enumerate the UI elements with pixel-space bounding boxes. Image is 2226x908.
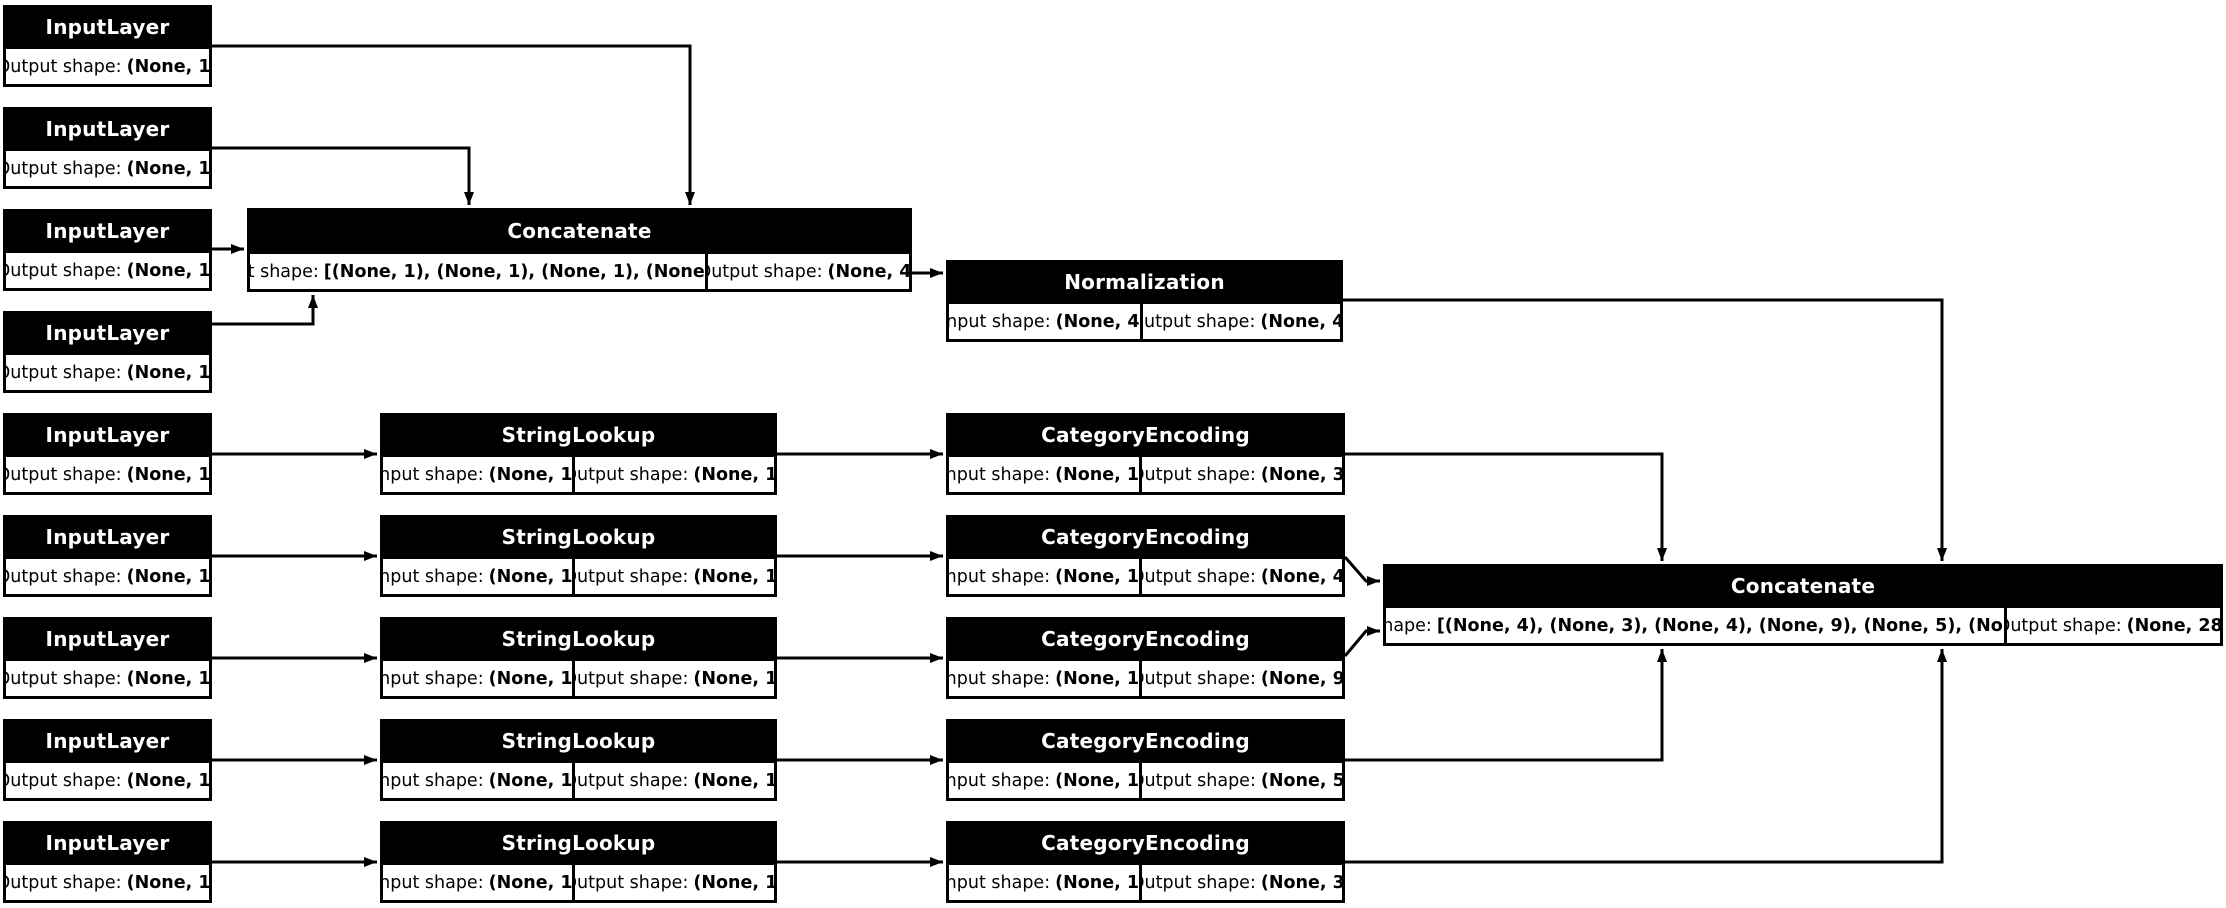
node-input-layer-7: InputLayer Output shape:(None, 1) bbox=[3, 617, 212, 699]
edge-encoding2-to-concat2 bbox=[1343, 556, 1380, 586]
output-shape-cell: Output shape:(None, 1) bbox=[574, 763, 774, 798]
output-shape-cell: Output shape:(None, 4) bbox=[1141, 559, 1342, 594]
node-input-layer-5: InputLayer Output shape:(None, 1) bbox=[3, 413, 212, 495]
output-shape-cell: Output shape:(None, 5) bbox=[1141, 763, 1342, 798]
node-category-encoding-1: CategoryEncoding Input shape:(None, 1) O… bbox=[946, 413, 1345, 495]
layer-type-label: InputLayer bbox=[45, 525, 170, 549]
layer-type-label: InputLayer bbox=[45, 627, 170, 651]
input-shape-cell: Input shape:[(None, 4), (None, 3), (None… bbox=[1386, 608, 2005, 643]
node-input-layer-4: InputLayer Output shape:(None, 1) bbox=[3, 311, 212, 393]
edge-normalization-to-concat2 bbox=[1343, 298, 1947, 561]
node-category-encoding-3: CategoryEncoding Input shape:(None, 1) O… bbox=[946, 617, 1345, 699]
input-shape-cell: Input shape:(None, 1) bbox=[383, 661, 572, 696]
node-string-lookup-3: StringLookup Input shape:(None, 1) Outpu… bbox=[380, 617, 777, 699]
node-category-encoding-5: CategoryEncoding Input shape:(None, 1) O… bbox=[946, 821, 1345, 903]
layer-type-label: CategoryEncoding bbox=[1041, 627, 1250, 651]
layer-type-label: InputLayer bbox=[45, 423, 170, 447]
edge-input2-to-concat1 bbox=[212, 146, 474, 205]
layer-type-label: Concatenate bbox=[507, 219, 652, 243]
layer-type-label: InputLayer bbox=[45, 117, 170, 141]
node-concatenate-2: Concatenate Input shape:[(None, 4), (Non… bbox=[1383, 564, 2223, 646]
node-normalization: Normalization Input shape:(None, 4) Outp… bbox=[946, 260, 1343, 342]
output-shape-cell: Output shape:(None, 1) bbox=[6, 151, 209, 186]
layer-type-label: StringLookup bbox=[501, 627, 656, 651]
edge-encoding4-to-concat2 bbox=[1345, 649, 1667, 762]
output-shape-cell: Output shape:(None, 1) bbox=[6, 763, 209, 798]
output-shape-cell: Output shape:(None, 4) bbox=[1142, 304, 1340, 339]
layer-type-label: CategoryEncoding bbox=[1041, 729, 1250, 753]
layer-type-label: CategoryEncoding bbox=[1041, 831, 1250, 855]
output-shape-cell: Output shape:(None, 1) bbox=[574, 559, 774, 594]
edge-encoding5-to-concat2 bbox=[1345, 649, 1947, 864]
layer-type-label: InputLayer bbox=[45, 15, 170, 39]
output-shape-cell: Output shape:(None, 3) bbox=[1141, 865, 1342, 900]
node-input-layer-2: InputLayer Output shape:(None, 1) bbox=[3, 107, 212, 189]
node-input-layer-1: InputLayer Output shape:(None, 1) bbox=[3, 5, 212, 87]
output-shape-cell: Output shape:(None, 1) bbox=[6, 355, 209, 390]
input-shape-cell: Input shape:(None, 1) bbox=[949, 559, 1139, 594]
output-shape-cell: Output shape:(None, 1) bbox=[574, 865, 774, 900]
edge-encoding3-to-concat2 bbox=[1343, 626, 1380, 657]
node-input-layer-3: InputLayer Output shape:(None, 1) bbox=[3, 209, 212, 291]
input-shape-cell: Input shape:(None, 4) bbox=[949, 304, 1140, 339]
node-category-encoding-2: CategoryEncoding Input shape:(None, 1) O… bbox=[946, 515, 1345, 597]
edge-input1-to-concat1 bbox=[212, 44, 695, 205]
input-shape-cell: Input shape:(None, 1) bbox=[383, 763, 572, 798]
layer-type-label: CategoryEncoding bbox=[1041, 525, 1250, 549]
layer-type-label: InputLayer bbox=[45, 831, 170, 855]
input-shape-cell: Input shape:(None, 1) bbox=[383, 457, 572, 492]
output-shape-cell: Output shape:(None, 4) bbox=[707, 254, 909, 289]
node-string-lookup-4: StringLookup Input shape:(None, 1) Outpu… bbox=[380, 719, 777, 801]
layer-type-label: StringLookup bbox=[501, 423, 656, 447]
input-shape-cell: Input shape:(None, 1) bbox=[949, 865, 1139, 900]
edge-encoding1-to-concat2 bbox=[1345, 452, 1667, 561]
node-concatenate-1: Concatenate Input shape:[(None, 1), (Non… bbox=[247, 208, 912, 292]
node-string-lookup-2: StringLookup Input shape:(None, 1) Outpu… bbox=[380, 515, 777, 597]
input-shape-cell: Input shape:(None, 1) bbox=[949, 661, 1139, 696]
layer-type-label: StringLookup bbox=[501, 831, 656, 855]
layer-type-label: InputLayer bbox=[45, 729, 170, 753]
node-input-layer-8: InputLayer Output shape:(None, 1) bbox=[3, 719, 212, 801]
input-shape-cell: Input shape:(None, 1) bbox=[383, 559, 572, 594]
output-shape-cell: Output shape:(None, 1) bbox=[6, 865, 209, 900]
output-shape-cell: Output shape:(None, 1) bbox=[6, 661, 209, 696]
layer-type-label: StringLookup bbox=[501, 729, 656, 753]
output-shape-cell: Output shape:(None, 1) bbox=[6, 253, 209, 288]
node-input-layer-6: InputLayer Output shape:(None, 1) bbox=[3, 515, 212, 597]
layer-type-label: Concatenate bbox=[1730, 574, 1876, 598]
output-shape-cell: Output shape:(None, 1) bbox=[6, 49, 209, 84]
edge-input4-to-concat1 bbox=[212, 295, 318, 326]
node-input-layer-9: InputLayer Output shape:(None, 1) bbox=[3, 821, 212, 903]
node-string-lookup-1: StringLookup Input shape:(None, 1) Outpu… bbox=[380, 413, 777, 495]
output-shape-cell: Output shape:(None, 28) bbox=[2007, 608, 2220, 643]
layer-type-label: InputLayer bbox=[45, 219, 170, 243]
output-shape-cell: Output shape:(None, 1) bbox=[6, 559, 209, 594]
layer-type-label: Normalization bbox=[1064, 270, 1225, 294]
node-string-lookup-5: StringLookup Input shape:(None, 1) Outpu… bbox=[380, 821, 777, 903]
input-shape-cell: Input shape:(None, 1) bbox=[383, 865, 572, 900]
layer-type-label: StringLookup bbox=[501, 525, 656, 549]
layer-type-label: InputLayer bbox=[45, 321, 170, 345]
output-shape-cell: Output shape:(None, 1) bbox=[574, 661, 774, 696]
input-shape-cell: Input shape:[(None, 1), (None, 1), (None… bbox=[250, 254, 705, 289]
output-shape-cell: Output shape:(None, 3) bbox=[1141, 457, 1342, 492]
input-shape-cell: Input shape:(None, 1) bbox=[949, 457, 1139, 492]
input-shape-cell: Input shape:(None, 1) bbox=[949, 763, 1139, 798]
layer-type-label: CategoryEncoding bbox=[1041, 423, 1250, 447]
output-shape-cell: Output shape:(None, 1) bbox=[6, 457, 209, 492]
output-shape-cell: Output shape:(None, 9) bbox=[1141, 661, 1342, 696]
node-category-encoding-4: CategoryEncoding Input shape:(None, 1) O… bbox=[946, 719, 1345, 801]
output-shape-cell: Output shape:(None, 1) bbox=[574, 457, 774, 492]
